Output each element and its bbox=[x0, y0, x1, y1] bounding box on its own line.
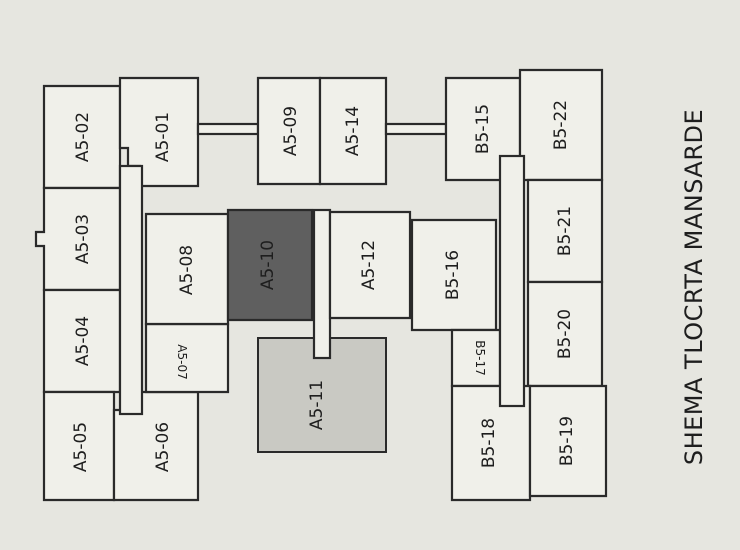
label-a5-08: A5-08 bbox=[177, 245, 197, 295]
bridge-a bbox=[196, 122, 260, 136]
corridor-b bbox=[498, 154, 526, 408]
core bbox=[226, 76, 448, 453]
label-a5-04: A5-04 bbox=[73, 316, 93, 366]
label-b5-20: B5-20 bbox=[555, 309, 575, 359]
label-a5-03: A5-03 bbox=[73, 214, 93, 264]
label-b5-19: B5-19 bbox=[557, 416, 577, 466]
corridor-a bbox=[118, 164, 144, 416]
label-a5-07: A5-07 bbox=[175, 344, 189, 379]
label-a5-11: A5-11 bbox=[307, 380, 327, 430]
unit-a5-10[interactable] bbox=[226, 208, 314, 322]
label-a5-10: A5-10 bbox=[258, 240, 278, 290]
label-a5-02: A5-02 bbox=[73, 112, 93, 162]
unit-a5-12[interactable] bbox=[328, 210, 412, 320]
label-a5-12: A5-12 bbox=[359, 240, 379, 290]
label-b5-16: B5-16 bbox=[443, 250, 463, 300]
label-a5-01: A5-01 bbox=[153, 112, 173, 162]
wing-a bbox=[34, 76, 260, 502]
wing-b bbox=[410, 68, 608, 502]
label-a5-09: A5-09 bbox=[281, 106, 301, 156]
label-b5-15: B5-15 bbox=[473, 104, 493, 154]
unit-b5-19[interactable] bbox=[528, 384, 608, 498]
core-shaft bbox=[312, 208, 332, 360]
unit-a5-08[interactable] bbox=[144, 212, 230, 326]
labels: A5-02 A5-01 A5-03 A5-04 A5-05 A5-06 A5-0… bbox=[71, 100, 577, 472]
bridge-b bbox=[384, 122, 448, 136]
label-b5-17: B5-17 bbox=[473, 340, 487, 375]
label-b5-22: B5-22 bbox=[551, 100, 571, 150]
label-a5-14: A5-14 bbox=[343, 106, 363, 156]
label-b5-18: B5-18 bbox=[479, 418, 499, 468]
unit-a5-14[interactable] bbox=[318, 76, 388, 186]
label-a5-05: A5-05 bbox=[71, 422, 91, 472]
unit-a5-11[interactable] bbox=[257, 337, 387, 453]
label-b5-21: B5-21 bbox=[555, 206, 575, 256]
plan-title: SHEMA TLOCRTA MANSARDE bbox=[680, 109, 708, 465]
label-a5-06: A5-06 bbox=[153, 422, 173, 472]
